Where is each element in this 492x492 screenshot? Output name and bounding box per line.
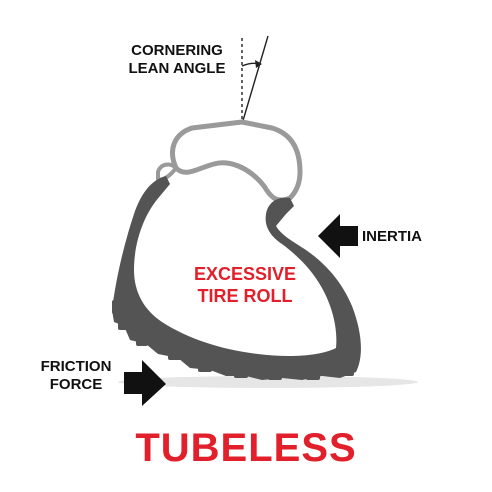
cornering-label-line1: CORNERING: [131, 42, 223, 59]
rim-inner-edge: [156, 162, 179, 183]
inertia-arrow: [318, 214, 358, 258]
friction-label-line2: FORCE: [49, 376, 103, 393]
excessive-label-line1: EXCESSIVE: [193, 264, 297, 284]
lean-angle-arrowhead: [255, 60, 262, 68]
tubeless-title: TUBELESS: [135, 426, 357, 470]
excessive-tire-roll-label: EXCESSIVE TIRE ROLL: [160, 264, 330, 307]
inertia-label: INERTIA: [362, 228, 422, 245]
cornering-label-line2: LEAN ANGLE: [128, 60, 226, 77]
friction-label-line1: FRICTION: [40, 358, 112, 375]
ground-shadow: [118, 376, 418, 388]
friction-force-arrow: [124, 360, 166, 406]
rim: [170, 119, 303, 203]
cornering-lean-angle-label: CORNERING LEAN ANGLE: [112, 42, 242, 78]
tire-carcass: [112, 176, 361, 380]
lean-angle-line: [241, 35, 269, 125]
friction-force-label: FRICTION FORCE: [28, 358, 124, 394]
tread-blocks: [112, 300, 354, 380]
excessive-label-line2: TIRE ROLL: [197, 285, 293, 306]
